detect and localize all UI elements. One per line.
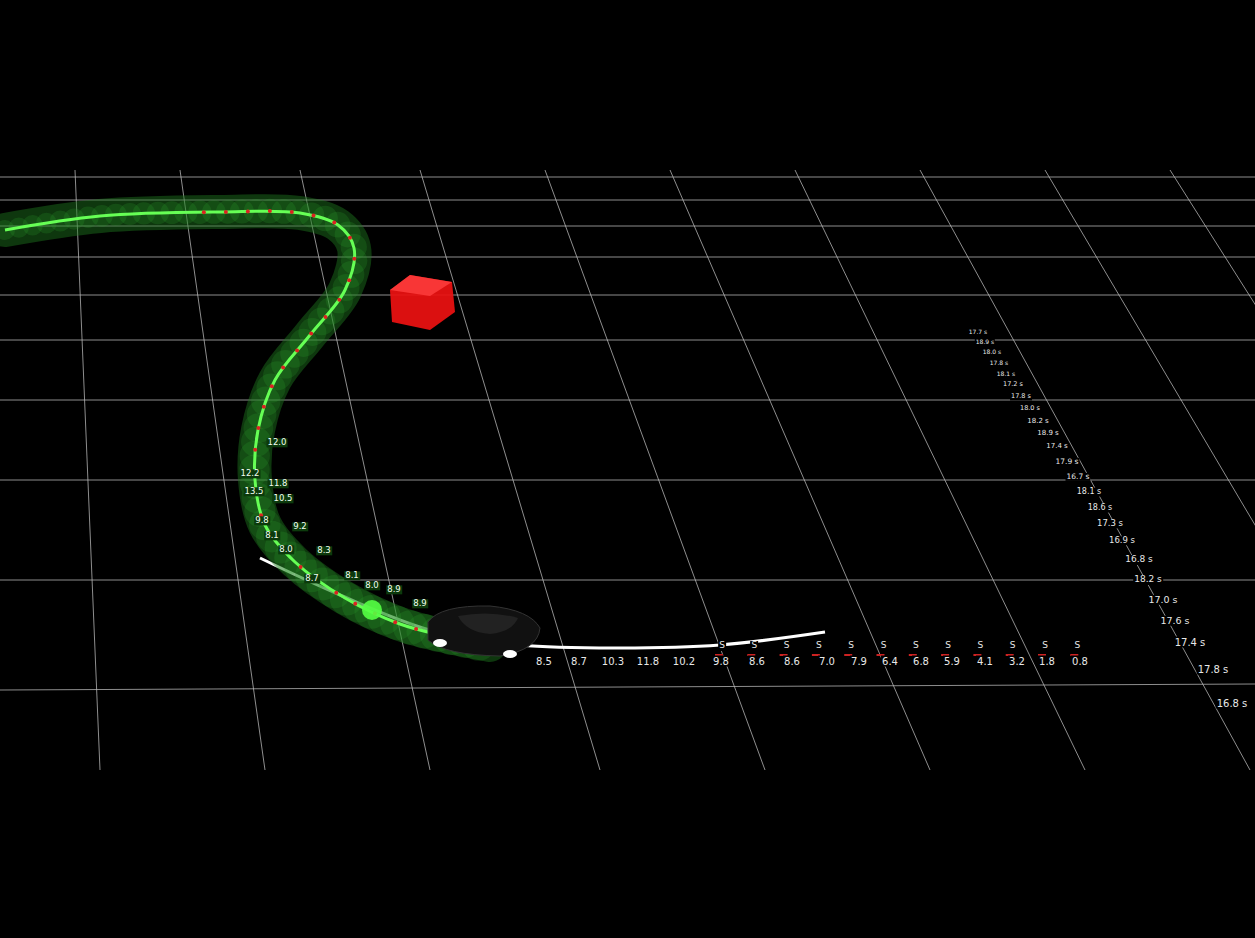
value-label: S bbox=[718, 641, 726, 651]
value-label: S bbox=[880, 641, 888, 651]
value-label: 7.0 bbox=[818, 656, 836, 667]
value-label: 17.6 s bbox=[1159, 616, 1190, 626]
value-label: 11.8 bbox=[268, 479, 289, 488]
value-label: 16.8 s bbox=[1124, 555, 1154, 565]
value-label: 8.9 bbox=[386, 585, 402, 594]
value-label: S bbox=[1009, 641, 1017, 651]
value-label: S bbox=[783, 641, 791, 651]
value-label: 9.8 bbox=[254, 516, 270, 525]
value-label: 17.2 s bbox=[1002, 381, 1024, 388]
value-label: 10.5 bbox=[273, 494, 294, 503]
value-label: 8.9 bbox=[412, 599, 428, 608]
value-label: 18.0 s bbox=[1019, 405, 1041, 412]
value-label: 11.8 bbox=[636, 656, 660, 667]
value-label: 12.0 bbox=[267, 438, 288, 447]
value-label: 9.2 bbox=[292, 522, 308, 531]
value-label: 9.8 bbox=[712, 656, 730, 667]
value-label: 12.2 bbox=[240, 469, 261, 478]
ground-grid bbox=[0, 170, 1255, 770]
value-label: 5.9 bbox=[943, 656, 961, 667]
planned-path bbox=[0, 199, 496, 661]
value-label: 17.8 s bbox=[1197, 664, 1230, 675]
value-label: 8.1 bbox=[344, 571, 360, 580]
value-label: 8.6 bbox=[783, 656, 801, 667]
value-label: 17.8 s bbox=[1010, 393, 1032, 400]
value-label: S bbox=[912, 641, 920, 651]
value-label: 8.6 bbox=[748, 656, 766, 667]
value-label: 10.3 bbox=[601, 656, 625, 667]
value-label: 18.9 s bbox=[1036, 430, 1059, 438]
value-label: S bbox=[1041, 641, 1049, 651]
value-label: 16.7 s bbox=[1066, 473, 1091, 481]
value-label: 17.0 s bbox=[1147, 595, 1178, 605]
value-label: 8.0 bbox=[278, 545, 294, 554]
value-label: S bbox=[750, 641, 758, 651]
value-label: 16.9 s bbox=[1108, 536, 1136, 545]
value-label: 18.1 s bbox=[1076, 488, 1103, 497]
value-label: 8.3 bbox=[316, 546, 332, 555]
value-label: 18.6 s bbox=[1087, 504, 1114, 513]
value-label: 6.8 bbox=[912, 656, 930, 667]
value-label: 16.8 s bbox=[1216, 698, 1249, 709]
obstacle-box bbox=[390, 275, 455, 330]
value-label: 8.1 bbox=[264, 531, 280, 540]
value-label: 8.7 bbox=[570, 656, 588, 667]
value-label: 17.7 s bbox=[968, 329, 988, 336]
value-label: 4.1 bbox=[976, 656, 994, 667]
value-label: 17.4 s bbox=[1045, 443, 1068, 451]
value-label: S bbox=[815, 641, 823, 651]
value-label: 18.9 s bbox=[975, 339, 995, 346]
value-label: 13.5 bbox=[244, 487, 265, 496]
value-label: 18.2 s bbox=[1133, 575, 1163, 585]
value-label: 6.4 bbox=[881, 656, 899, 667]
value-label: 0.8 bbox=[1071, 656, 1089, 667]
value-label: S bbox=[944, 641, 952, 651]
value-label: 8.0 bbox=[364, 581, 380, 590]
value-label: 18.1 s bbox=[996, 371, 1016, 378]
value-label: 17.3 s bbox=[1096, 519, 1124, 528]
value-label: 17.4 s bbox=[1174, 637, 1207, 648]
value-label: S bbox=[977, 641, 985, 651]
value-label: S bbox=[1073, 641, 1081, 651]
value-label: 18.2 s bbox=[1026, 418, 1049, 426]
value-label: 17.9 s bbox=[1055, 458, 1080, 466]
value-label: 1.8 bbox=[1038, 656, 1056, 667]
vehicle bbox=[428, 606, 540, 658]
value-label: 3.2 bbox=[1008, 656, 1026, 667]
value-label: 17.8 s bbox=[989, 360, 1009, 367]
value-label: 8.7 bbox=[304, 574, 320, 583]
value-label: S bbox=[847, 641, 855, 651]
value-label: 8.5 bbox=[535, 656, 553, 667]
value-label: 10.2 bbox=[672, 656, 696, 667]
value-label: 7.9 bbox=[850, 656, 868, 667]
value-label: 18.0 s bbox=[982, 349, 1002, 356]
obstacle-top bbox=[390, 275, 452, 296]
reference-curve bbox=[260, 558, 1078, 655]
